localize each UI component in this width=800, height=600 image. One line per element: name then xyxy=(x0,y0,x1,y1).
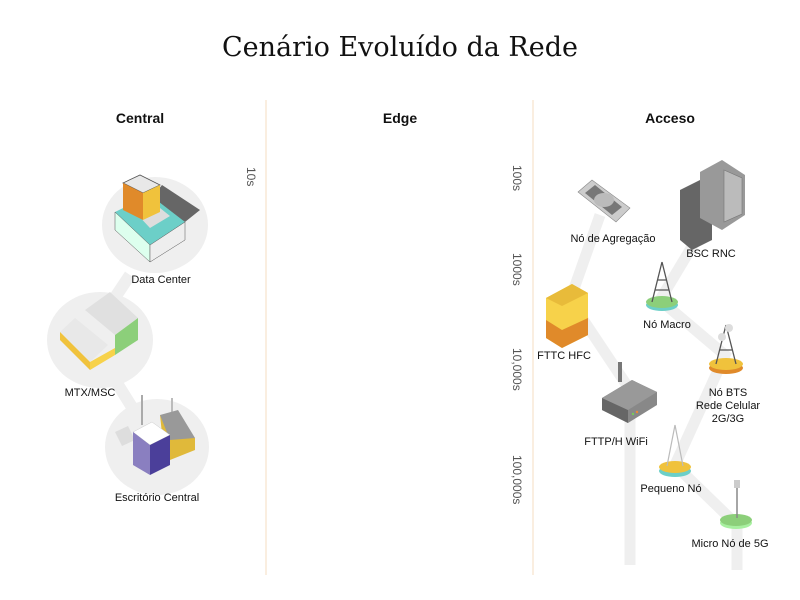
node-label-data-center: Data Center xyxy=(131,274,191,286)
escritorio-central-icon xyxy=(115,395,195,475)
node-label-fttc: FTTC HFC xyxy=(537,350,591,362)
node-label-pequeno: Pequeno Nó xyxy=(640,483,702,495)
bts-line-3: 2G/3G xyxy=(711,413,745,425)
ftth-wifi-router-icon xyxy=(602,362,657,423)
node-label-bts: Nó BTS Rede Celular 2G/3G xyxy=(696,387,760,426)
data-center-icon xyxy=(114,174,200,263)
no-macro-icon xyxy=(646,261,678,311)
scale-label: 1000s xyxy=(510,253,524,286)
node-label-mtx: MTX/MSC xyxy=(64,387,116,399)
bsc-rnc-icon xyxy=(680,160,745,250)
scale-label: 10,000s xyxy=(510,348,524,391)
bts-line-1: Nó BTS xyxy=(708,387,748,399)
node-label-bsc: BSC RNC xyxy=(686,248,736,260)
no-bts-icon xyxy=(709,324,743,374)
scale-label: 10s xyxy=(244,167,258,187)
access-connectors xyxy=(563,213,743,570)
agregacao-icon xyxy=(577,179,631,223)
node-label-escritorio: Escritório Central xyxy=(114,492,200,504)
node-label-agregacao: Nó de Agregação xyxy=(570,233,656,245)
column-header-acceso: Acceso xyxy=(645,110,695,126)
column-header-central: Central xyxy=(115,110,165,126)
page-title: Cenário Evoluído da Rede xyxy=(221,32,579,63)
micro-no-5g-icon xyxy=(720,480,752,529)
scale-label: 100s xyxy=(510,165,524,192)
node-label-macro: Nó Macro xyxy=(643,319,691,331)
node-label-ftth: FTTP/H WiFi xyxy=(584,436,648,448)
bts-line-2: Rede Celular xyxy=(695,400,761,412)
fttc-hfc-icon xyxy=(546,284,588,348)
mtx-msc-icon xyxy=(60,292,138,370)
column-header-edge: Edge xyxy=(382,110,418,126)
pequeno-no-icon xyxy=(659,424,691,477)
node-label-micro: Micro Nó de 5G xyxy=(691,538,769,550)
scale-label: 100,000s xyxy=(510,455,524,505)
